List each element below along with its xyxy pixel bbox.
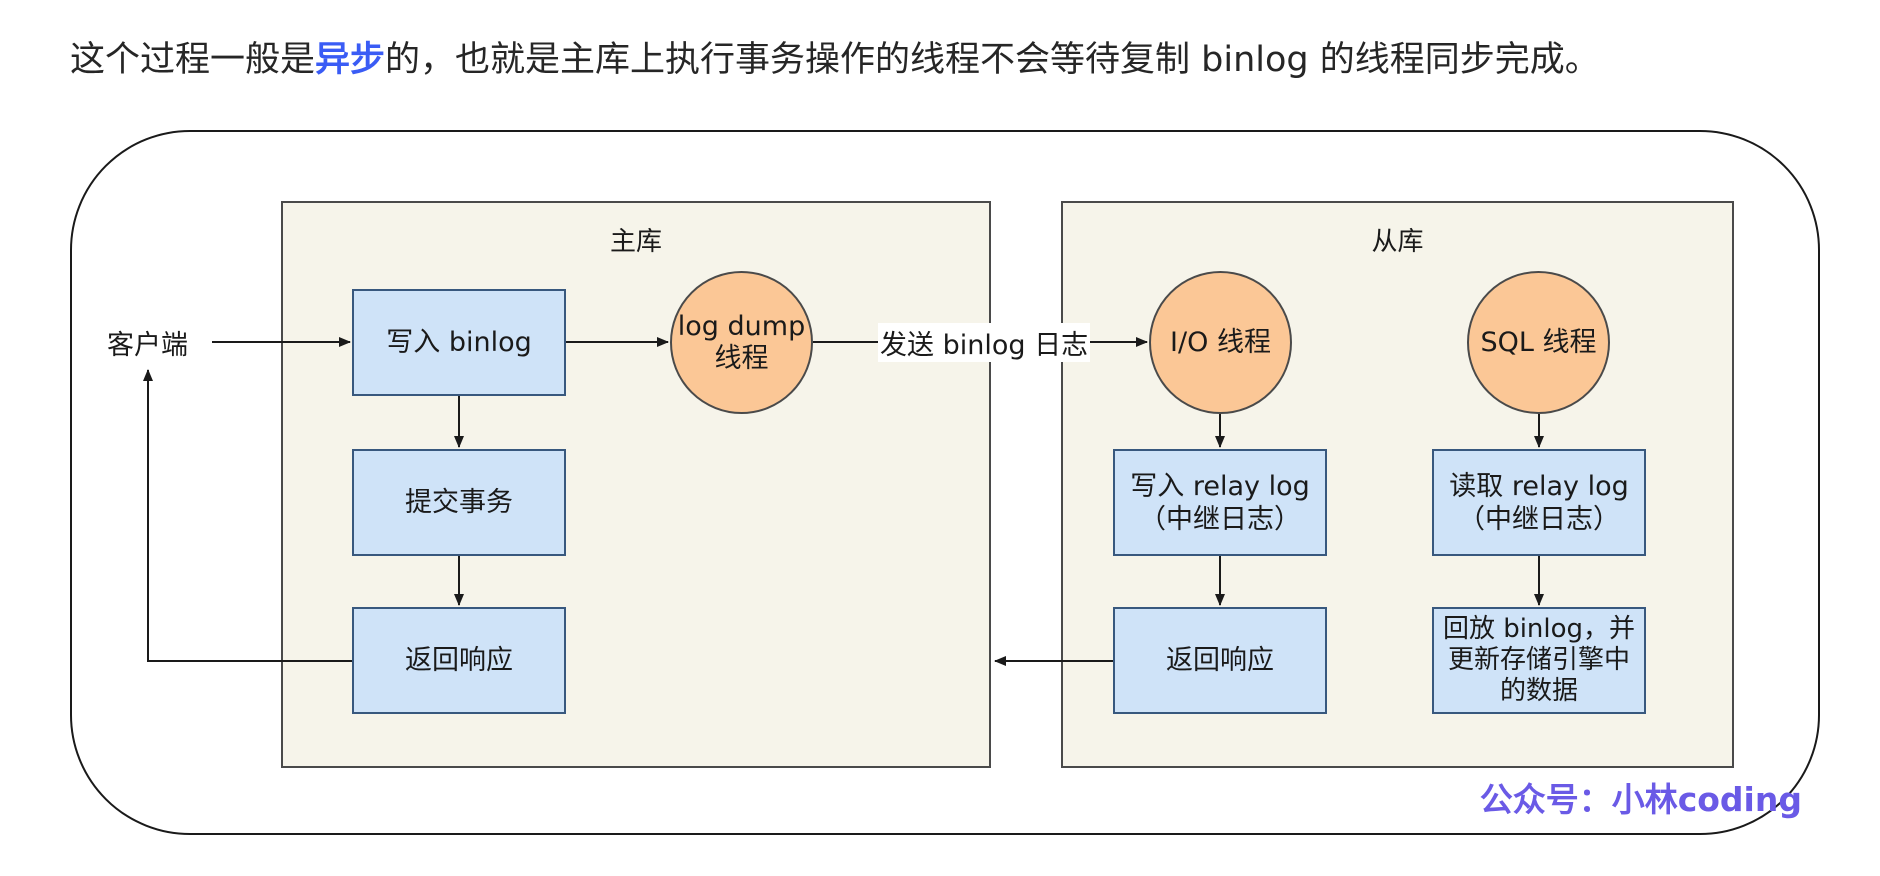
write-binlog-text: 写入 binlog (386, 327, 532, 358)
client-label: 客户端 (107, 330, 188, 361)
replay-line2: 更新存储引擎中 (1447, 645, 1630, 675)
diagram-frame (70, 130, 1820, 835)
send-binlog-label: 发送 binlog 日志 (878, 323, 1091, 362)
intro-after: 的，也就是主库上执行事务操作的线程不会等待复制 binlog 的线程同步完成。 (385, 40, 1600, 80)
intro-emphasis: 异步 (315, 40, 386, 80)
log-dump-line2: 线程 (714, 342, 769, 374)
sql-thread-text: SQL 线程 (1480, 326, 1597, 358)
slave-title: 从库 (1371, 227, 1424, 257)
io-thread: I/O 线程 (1149, 271, 1292, 414)
intro-before: 这个过程一般是 (70, 40, 316, 80)
sql-thread: SQL 线程 (1467, 271, 1610, 414)
master-return-box: 返回响应 (352, 607, 566, 714)
write-relay-line1: 写入 relay log (1130, 470, 1310, 502)
commit-tx-box: 提交事务 (352, 449, 566, 556)
write-binlog-box: 写入 binlog (352, 289, 566, 396)
write-relay-box: 写入 relay log （中继日志） (1113, 449, 1327, 556)
master-title: 主库 (609, 227, 662, 257)
master-return-text: 返回响应 (405, 645, 513, 676)
slave-return-box: 返回响应 (1113, 607, 1327, 714)
commit-tx-text: 提交事务 (405, 487, 513, 518)
read-relay-box: 读取 relay log （中继日志） (1432, 449, 1646, 556)
replay-line1: 回放 binlog，并 (1442, 614, 1636, 644)
log-dump-line1: log dump (677, 310, 806, 342)
intro-sentence: 这个过程一般是异步的，也就是主库上执行事务操作的线程不会等待复制 binlog … (70, 30, 1600, 90)
arrow-return-to-client (143, 369, 352, 662)
replay-line3: 的数据 (1499, 676, 1578, 706)
io-thread-text: I/O 线程 (1170, 326, 1271, 358)
read-relay-line2: （中继日志） (1458, 503, 1620, 535)
watermark: 公众号：小林coding (1479, 780, 1802, 819)
slave-return-text: 返回响应 (1166, 645, 1274, 676)
replay-box: 回放 binlog，并 更新存储引擎中 的数据 (1432, 607, 1646, 714)
read-relay-line1: 读取 relay log (1449, 470, 1629, 502)
log-dump-thread: log dump 线程 (670, 271, 813, 414)
write-relay-line2: （中继日志） (1139, 503, 1301, 535)
